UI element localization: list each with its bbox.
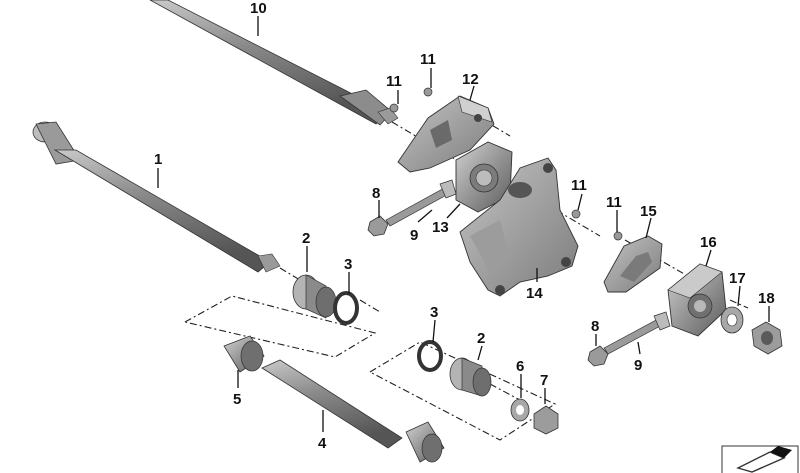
sleeve-5 — [223, 335, 265, 373]
callout-9: 9 — [634, 357, 642, 374]
callout-2: 2 — [477, 330, 485, 347]
bracket-15 — [603, 235, 663, 293]
nut-8-upper — [367, 215, 389, 237]
callout-12: 12 — [462, 71, 479, 88]
callout-17: 17 — [729, 270, 746, 287]
callout-11: 11 — [606, 194, 622, 211]
callout-3: 3 — [344, 256, 352, 273]
callout-8: 8 — [591, 318, 599, 335]
callout-2: 2 — [302, 230, 310, 247]
ring-3-upper — [333, 291, 359, 325]
ring-3-lower — [417, 340, 443, 372]
callout-9: 9 — [410, 227, 418, 244]
callout-10: 10 — [250, 0, 267, 17]
plate-14 — [459, 157, 579, 297]
screws-11 — [389, 87, 623, 241]
bushing-2-upper — [292, 274, 337, 319]
callout-7: 7 — [540, 372, 548, 389]
callout-6: 6 — [516, 358, 524, 375]
bolt-9-upper — [385, 179, 457, 227]
nut-18 — [751, 321, 783, 355]
callout-11: 11 — [420, 51, 436, 68]
bushing-2-lower — [449, 357, 492, 397]
tube-4 — [261, 359, 445, 463]
callout-numbers: 10 11 11 12 1 8 13 9 11 11 15 2 3 16 14 … — [154, 0, 775, 452]
housing-16 — [667, 263, 727, 337]
callout-14: 14 — [526, 285, 543, 302]
shaft-1 — [32, 121, 281, 273]
nut-8-lower — [587, 345, 609, 367]
nut-7 — [533, 405, 559, 435]
callout-8: 8 — [372, 185, 380, 202]
callout-16: 16 — [700, 234, 717, 251]
callout-18: 18 — [758, 290, 775, 307]
callout-1: 1 — [154, 151, 162, 168]
callout-13: 13 — [432, 219, 449, 236]
washer-17 — [720, 306, 744, 334]
callout-3: 3 — [430, 304, 438, 321]
callout-4: 4 — [318, 435, 327, 452]
callout-11: 11 — [386, 73, 402, 90]
orientation-arrow-icon — [721, 445, 799, 473]
shaft-10 — [149, 0, 399, 126]
bracket-12 — [397, 95, 495, 173]
callout-15: 15 — [640, 203, 657, 220]
bolt-9-lower — [603, 311, 671, 355]
callout-11: 11 — [571, 177, 587, 194]
washer-6 — [510, 398, 530, 422]
leader-lines — [157, 16, 770, 432]
callout-5: 5 — [233, 391, 241, 408]
